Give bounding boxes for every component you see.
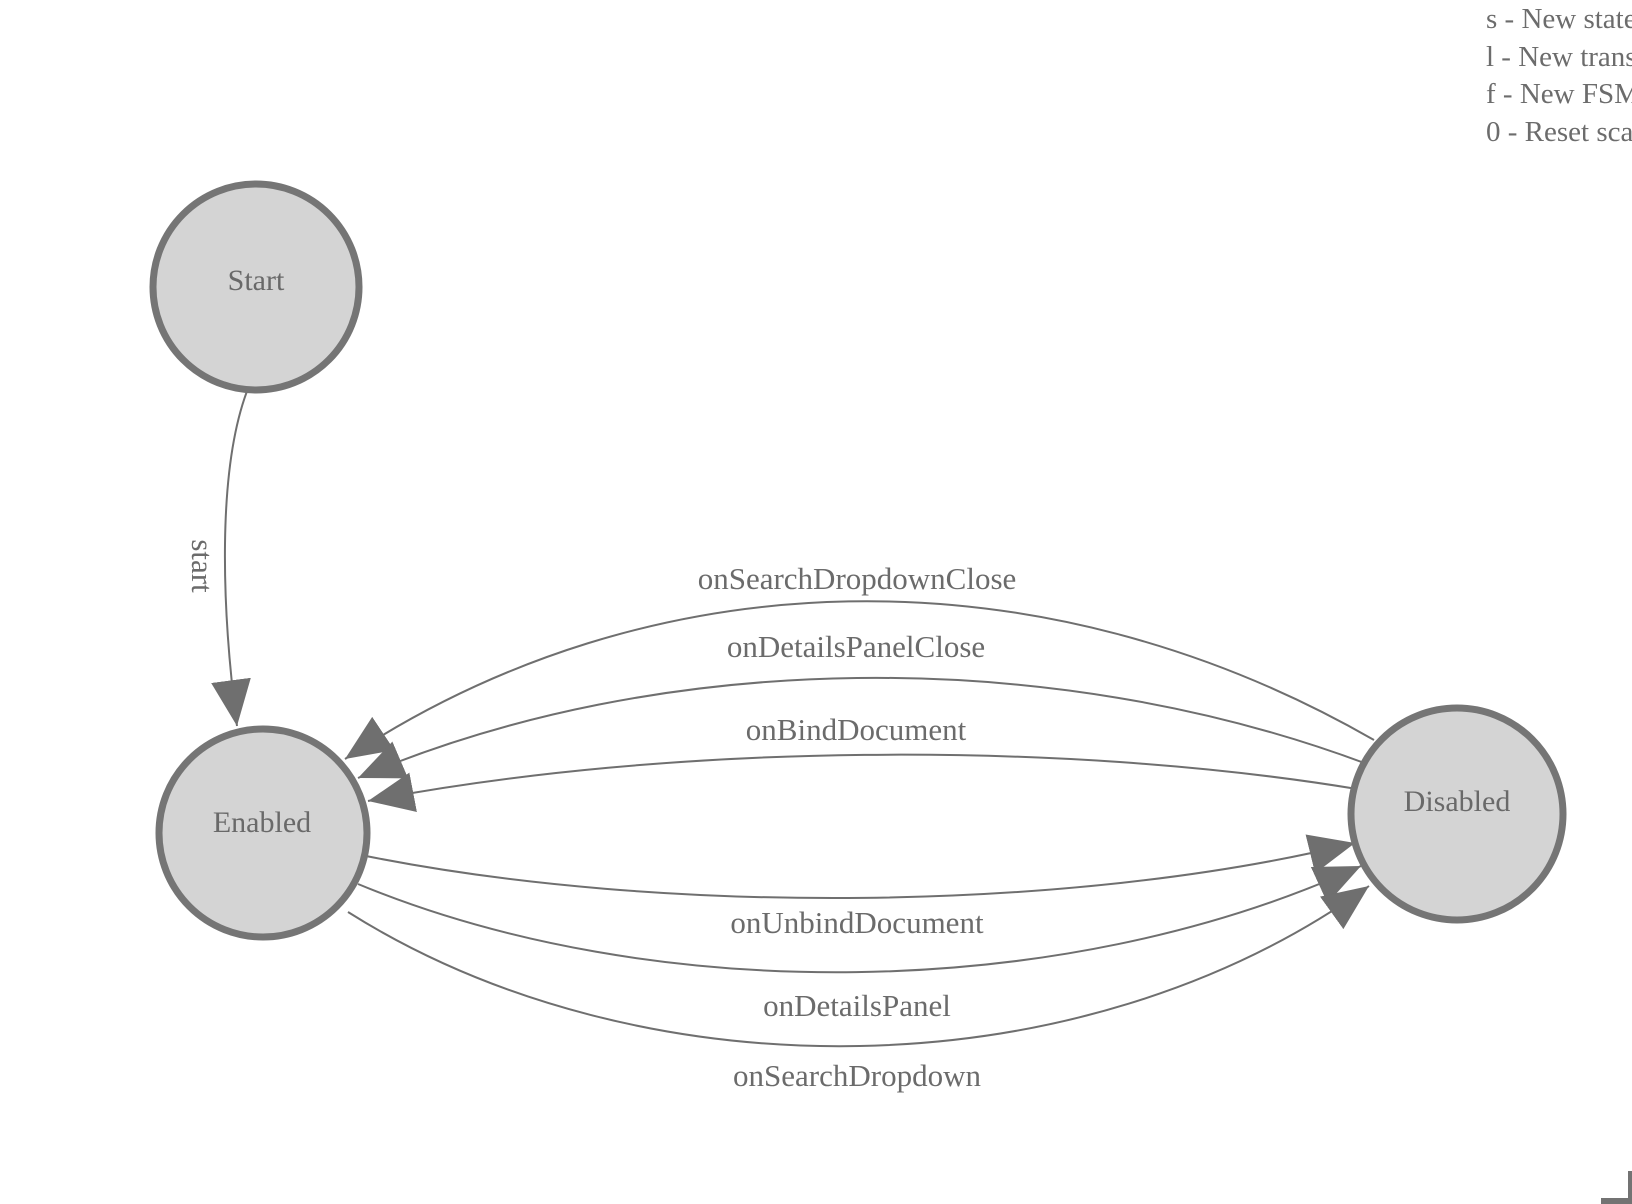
canvas-corner-horizontal-bar [1601,1198,1632,1204]
transition-edge-ondetailspanelclose[interactable] [357,676,1368,779]
state-node-disabled[interactable] [1347,704,1567,924]
transition-edge-onsearchdropdownclose[interactable] [344,600,1375,760]
canvas-corner-vertical-bar [1628,1171,1632,1204]
transition-label-onsearchdropdownclose: onSearchDropdownClose [698,561,1017,596]
transition-edge-onbinddocument[interactable] [367,753,1358,812]
state-node-enabled[interactable] [155,725,371,941]
state-label-start: Start [228,264,285,297]
transition-edge-start[interactable] [211,385,251,727]
transition-edge-onunbinddocument[interactable] [365,834,1356,900]
state-label-enabled: Enabled [213,806,311,839]
hotkey-legend: s - New state l - New transition f - New… [1486,1,1632,151]
transition-label-onbinddocument: onBindDocument [746,712,967,747]
legend-line-reset-scale: 0 - Reset scale [1486,115,1632,148]
transition-label-ondetailspanel: onDetailsPanel [763,988,951,1023]
state-label-disabled: Disabled [1404,785,1511,818]
transition-edge-onsearchdropdown[interactable] [347,885,1370,1048]
legend-line-new-fsm: f - New FSM [1486,78,1632,110]
transition-label-ondetailspanelclose: onDetailsPanelClose [727,629,985,664]
transition-label-start: start [185,539,220,593]
transition-label-onunbinddocument: onUnbindDocument [730,905,984,940]
state-node-start[interactable] [149,180,363,394]
legend-line-new-transition: l - New transition [1486,40,1632,73]
transition-edge-ondetailspanel[interactable] [357,865,1362,974]
legend-line-new-state: s - New state [1486,3,1632,35]
transition-label-onsearchdropdown: onSearchDropdown [733,1058,981,1093]
